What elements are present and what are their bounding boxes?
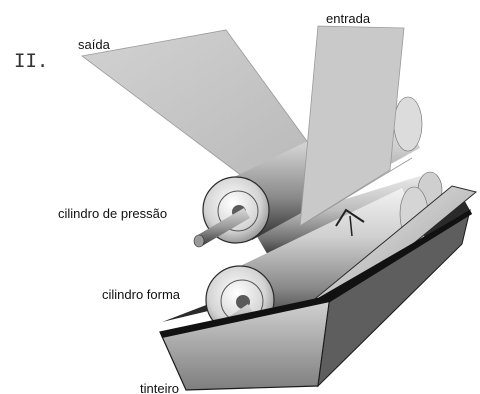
form-cylinder: [205, 186, 429, 335]
label-cilindro-de-pressao: cilindro de pressão: [58, 206, 168, 221]
label-entrada: entrada: [326, 11, 371, 26]
printed-shape: [335, 208, 365, 227]
incoming-paper-sheet: [299, 25, 405, 227]
label-cilindro-forma: cilindro forma: [102, 287, 181, 302]
label-tinteiro: tinteiro: [140, 381, 180, 394]
pressure-cylinder-shaft: [196, 208, 250, 246]
figure-number: II.: [14, 50, 49, 72]
label-saida: saída: [78, 37, 110, 52]
